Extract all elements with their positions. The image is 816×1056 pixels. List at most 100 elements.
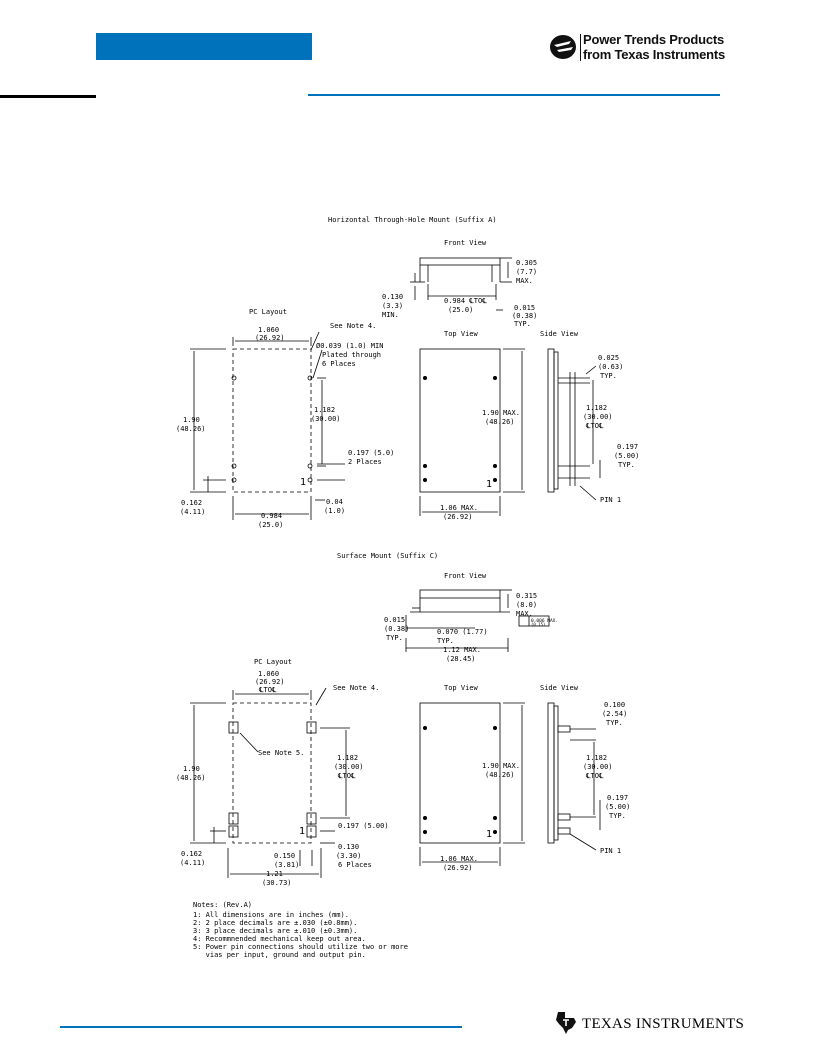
c-pc-width-1: 1.060 bbox=[258, 670, 279, 678]
c-front-pad-1: 0.070 (1.77) bbox=[437, 628, 488, 636]
section-a-top-view-label: Top View bbox=[444, 330, 479, 338]
a-top-width-2: (26.92) bbox=[443, 513, 473, 521]
c-pc-pitch-2: (30.00) bbox=[334, 763, 364, 771]
c-top-height-1: 1.90 MAX. bbox=[482, 762, 520, 770]
section-a-title: Horizontal Through-Hole Mount (Suffix A) bbox=[328, 216, 497, 224]
c-coplanarity-1: 0.006 MAX. bbox=[531, 618, 558, 624]
a-front-pin-3: TYP. bbox=[514, 320, 531, 328]
c-side-pin-1: 0.100 bbox=[604, 701, 625, 709]
footer-rule bbox=[60, 1026, 462, 1028]
a-top-height-1: 1.90 MAX. bbox=[482, 409, 520, 417]
c-side-pitch-1: 1.182 bbox=[586, 754, 607, 762]
c-top-pin1-marker: 1 bbox=[486, 829, 492, 840]
c-top-width-2: (26.92) bbox=[443, 864, 473, 872]
c-pc-pad-1: 0.130 bbox=[338, 843, 359, 851]
a-pc-spacing-1: 0.197 (5.0) bbox=[348, 449, 394, 457]
a-pc-bottom-2: (4.11) bbox=[180, 508, 205, 516]
a-front-height-3: MAX. bbox=[516, 277, 533, 285]
notes-title: Notes: (Rev.A) bbox=[193, 901, 252, 909]
a-side-pin-1: 0.025 bbox=[598, 354, 619, 362]
c-pc-spacing: 0.197 (5.00) bbox=[338, 822, 389, 830]
header-blue-tab bbox=[96, 33, 312, 60]
a-side-pitch-3: ℄TO℄ bbox=[585, 422, 604, 430]
c-front-height-3: MAX. bbox=[516, 610, 533, 618]
c-front-width-1: 1.12 MAX. bbox=[443, 646, 481, 654]
c-side-spacing-1: 0.197 bbox=[607, 794, 628, 802]
c-pc-pitch-1: 1.182 bbox=[337, 754, 358, 762]
c-front-pin-1: 0.015 bbox=[384, 616, 405, 624]
a-side-pitch-2: (30.00) bbox=[583, 413, 613, 421]
section-c-pc-layout-label: PC Layout bbox=[254, 658, 292, 666]
a-pc-spacing-2: 2 Places bbox=[348, 458, 382, 466]
texas-instruments-wordmark: TEXAS INSTRUMENTS bbox=[582, 1016, 745, 1032]
c-side-pitch-3: ℄TO℄ bbox=[585, 772, 604, 780]
note-4: 4: Recommnended mechanical keep out area… bbox=[193, 935, 366, 943]
a-side-pitch-1: 1.182 bbox=[586, 404, 607, 412]
c-pc-pad-w-1: 0.150 bbox=[274, 852, 295, 860]
a-pc-height-1: 1.90 bbox=[183, 416, 200, 424]
a-side-spacing-3: TYP. bbox=[618, 461, 635, 469]
c-coplanarity-2: (0.15) bbox=[531, 622, 545, 627]
a-pc-pin-off-2: (1.0) bbox=[324, 507, 345, 515]
section-c-see-note4: See Note 4. bbox=[333, 684, 379, 692]
c-pc-pitch-3: ℄TO℄ bbox=[337, 772, 356, 780]
a-pc-base-1: 0.984 bbox=[261, 512, 282, 520]
a-top-width-1: 1.06 MAX. bbox=[440, 504, 478, 512]
a-front-min-3: MIN. bbox=[382, 311, 399, 319]
note-2: 2: 2 place decimals are ±.030 (±0.8mm). bbox=[193, 919, 357, 927]
a-pc-pitch-2: (30.00) bbox=[311, 415, 341, 423]
hole-note-line2: Plated through bbox=[322, 351, 381, 359]
a-pc-width-2: (26.92) bbox=[255, 334, 285, 342]
c-pc-total-1: 1.21 bbox=[266, 870, 283, 878]
a-side-pin-3: TYP. bbox=[600, 372, 617, 380]
c-pc-pin1-marker: 1 bbox=[299, 826, 305, 837]
c-pin1-label: PIN 1 bbox=[600, 847, 621, 855]
a-front-pin-1: 0.015 bbox=[514, 304, 535, 312]
header-rule-right bbox=[308, 94, 720, 96]
a-pin1-label: PIN 1 bbox=[600, 496, 621, 504]
c-side-pin-2: (2.54) bbox=[602, 710, 627, 718]
c-front-pin-2: (0.38) bbox=[384, 625, 409, 633]
c-front-pin-3: TYP. bbox=[386, 634, 403, 642]
c-pc-pad-3: 6 Places bbox=[338, 861, 372, 869]
section-c-side-view-label: Side View bbox=[540, 684, 579, 692]
c-pc-height-2: (48.26) bbox=[176, 774, 206, 782]
note-5-cont: vias per input, ground and output pin. bbox=[193, 951, 366, 959]
texas-state-icon bbox=[556, 1012, 576, 1034]
a-front-height-1: 0.305 bbox=[516, 259, 537, 267]
a-pc-bottom-1: 0.162 bbox=[181, 499, 202, 507]
c-front-width-2: (28.45) bbox=[446, 655, 476, 663]
note-1: 1: All dimensions are in inches (mm). bbox=[193, 911, 349, 919]
a-front-cl-2: (25.0) bbox=[448, 306, 473, 314]
a-top-pin1-marker: 1 bbox=[486, 479, 492, 490]
c-pc-bottom-1: 0.162 bbox=[181, 850, 202, 858]
c-pc-width-3: ℄TO℄ bbox=[258, 686, 277, 694]
power-trends-icon bbox=[550, 35, 576, 59]
c-side-pin-3: TYP. bbox=[606, 719, 623, 727]
c-pc-total-2: (30.73) bbox=[262, 879, 292, 887]
section-a-front-view-label: Front View bbox=[444, 239, 487, 247]
a-pc-height-2: (48.26) bbox=[176, 425, 206, 433]
section-c-see-note5: See Note 5. bbox=[258, 749, 304, 757]
c-side-pitch-2: (30.00) bbox=[583, 763, 613, 771]
texas-instruments-logo: TEXAS INSTRUMENTS bbox=[554, 1010, 754, 1036]
a-top-height-2: (48.26) bbox=[485, 418, 515, 426]
a-front-height-2: (7.7) bbox=[516, 268, 537, 276]
section-c-top-view-label: Top View bbox=[444, 684, 479, 692]
a-pc-pitch-1: 1.182 bbox=[314, 406, 335, 414]
a-front-min-1: 0.130 bbox=[382, 293, 403, 301]
header-rule-left bbox=[0, 95, 96, 98]
a-side-spacing-1: 0.197 bbox=[617, 443, 638, 451]
c-side-spacing-3: TYP. bbox=[609, 812, 626, 820]
section-c-front-view-label: Front View bbox=[444, 572, 487, 580]
c-pc-width-2: (26.92) bbox=[255, 678, 285, 686]
a-pc-base-2: (25.0) bbox=[258, 521, 283, 529]
a-front-cl-1: 0.984 ℄TO℄ bbox=[444, 297, 487, 305]
section-a-see-note4: See Note 4. bbox=[330, 322, 376, 330]
c-pc-pad-w-2: (3.81) bbox=[274, 861, 299, 869]
c-front-pad-2: TYP. bbox=[437, 637, 454, 645]
c-pc-height-1: 1.90 bbox=[183, 765, 200, 773]
c-pc-pad-2: (3.30) bbox=[336, 852, 361, 860]
section-a-pc-layout-label: PC Layout bbox=[249, 308, 287, 316]
